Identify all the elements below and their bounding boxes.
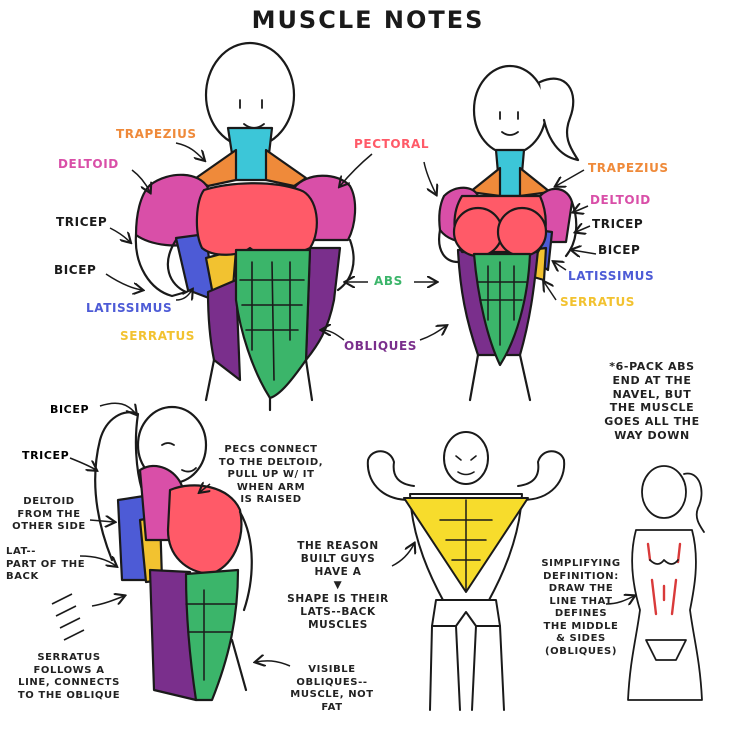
raised-abs xyxy=(186,570,238,700)
arrow-pectoral-right xyxy=(424,162,436,194)
simplified-woman-figure xyxy=(628,466,704,700)
arrow-built-guys xyxy=(392,544,414,566)
label-pectoral: PECTORAL xyxy=(354,138,429,152)
male-figure xyxy=(136,43,355,410)
male-obliques-right xyxy=(306,248,340,360)
arrow-bicep-m xyxy=(106,274,142,290)
arrow-obliques-right xyxy=(420,326,446,340)
label-serratus-m: SERRATUS xyxy=(120,330,195,344)
note-visible-obliques: VISIBLE OBLIQUES-- MUSCLE, NOT FAT xyxy=(286,664,378,714)
female-ponytail xyxy=(540,79,578,160)
arrow-tricep-f xyxy=(576,226,590,232)
built-head xyxy=(444,432,488,484)
simple-body xyxy=(628,530,702,700)
label-deltoid-f: DELTOID xyxy=(590,194,651,208)
serratus-sketch xyxy=(52,594,84,640)
arrow-tricep-raised xyxy=(70,458,96,470)
page-title: MUSCLE NOTES xyxy=(0,6,736,34)
label-latissimus-f: LATISSIMUS xyxy=(568,270,654,284)
label-latissimus-m: LATISSIMUS xyxy=(86,302,172,316)
note-raised-tricep: TRICEP xyxy=(22,450,69,463)
built-arm-right xyxy=(518,451,564,500)
note-deltoid-other: DELTOID FROM THE OTHER SIDE xyxy=(10,496,88,534)
label-bicep-m: BICEP xyxy=(54,264,96,278)
label-serratus-f: SERRATUS xyxy=(560,296,635,310)
label-tricep-m: TRICEP xyxy=(56,216,107,230)
built-arm-left xyxy=(368,451,414,500)
label-bicep-f: BICEP xyxy=(598,244,640,258)
note-simplifying: SIMPLIFYING DEFINITION: DRAW THE LINE TH… xyxy=(532,558,630,658)
arrow-trapezius-f xyxy=(556,170,584,186)
arrow-latissimus-f xyxy=(554,262,566,270)
arrow-tricep-m xyxy=(110,228,130,242)
male-trapezius-right xyxy=(266,150,306,186)
arrow-serratus-f xyxy=(544,282,556,300)
arrow-visible-obliques xyxy=(256,661,290,666)
female-figure xyxy=(439,66,578,400)
note-serratus-follows: SERRATUS FOLLOWS A LINE, CONNECTS TO THE… xyxy=(10,652,128,702)
female-head xyxy=(474,66,546,154)
male-pectoral xyxy=(197,183,317,255)
label-obliques: OBLIQUES xyxy=(344,340,417,354)
arrow-deltoid-f xyxy=(574,206,588,212)
note-built-guys: THE REASON BUILT GUYS HAVE A ▼ SHAPE IS … xyxy=(286,540,390,632)
note-six-pack: *6-PACK ABS END AT THE NAVEL, BUT THE MU… xyxy=(588,360,716,443)
note-pecs-connect: PECS CONNECT TO THE DELTOID, PULL UP W/ … xyxy=(206,444,336,507)
label-trapezius-m: TRAPEZIUS xyxy=(116,128,197,142)
label-deltoid-m: DELTOID xyxy=(58,158,119,172)
label-trapezius-f: TRAPEZIUS xyxy=(588,162,669,176)
arrow-pectoral-left xyxy=(340,154,372,186)
note-raised-bicep: BICEP xyxy=(50,404,89,417)
label-tricep-f: TRICEP xyxy=(592,218,643,232)
arrow-trapezius-m xyxy=(176,143,204,160)
note-lat-back: LAT-- PART OF THE BACK xyxy=(6,546,96,584)
label-abs: ABS xyxy=(374,275,403,289)
arrow-serratus-follows xyxy=(92,596,124,606)
simple-head xyxy=(642,466,686,518)
arrow-bicep-f xyxy=(572,250,596,254)
built-shorts xyxy=(432,600,500,626)
